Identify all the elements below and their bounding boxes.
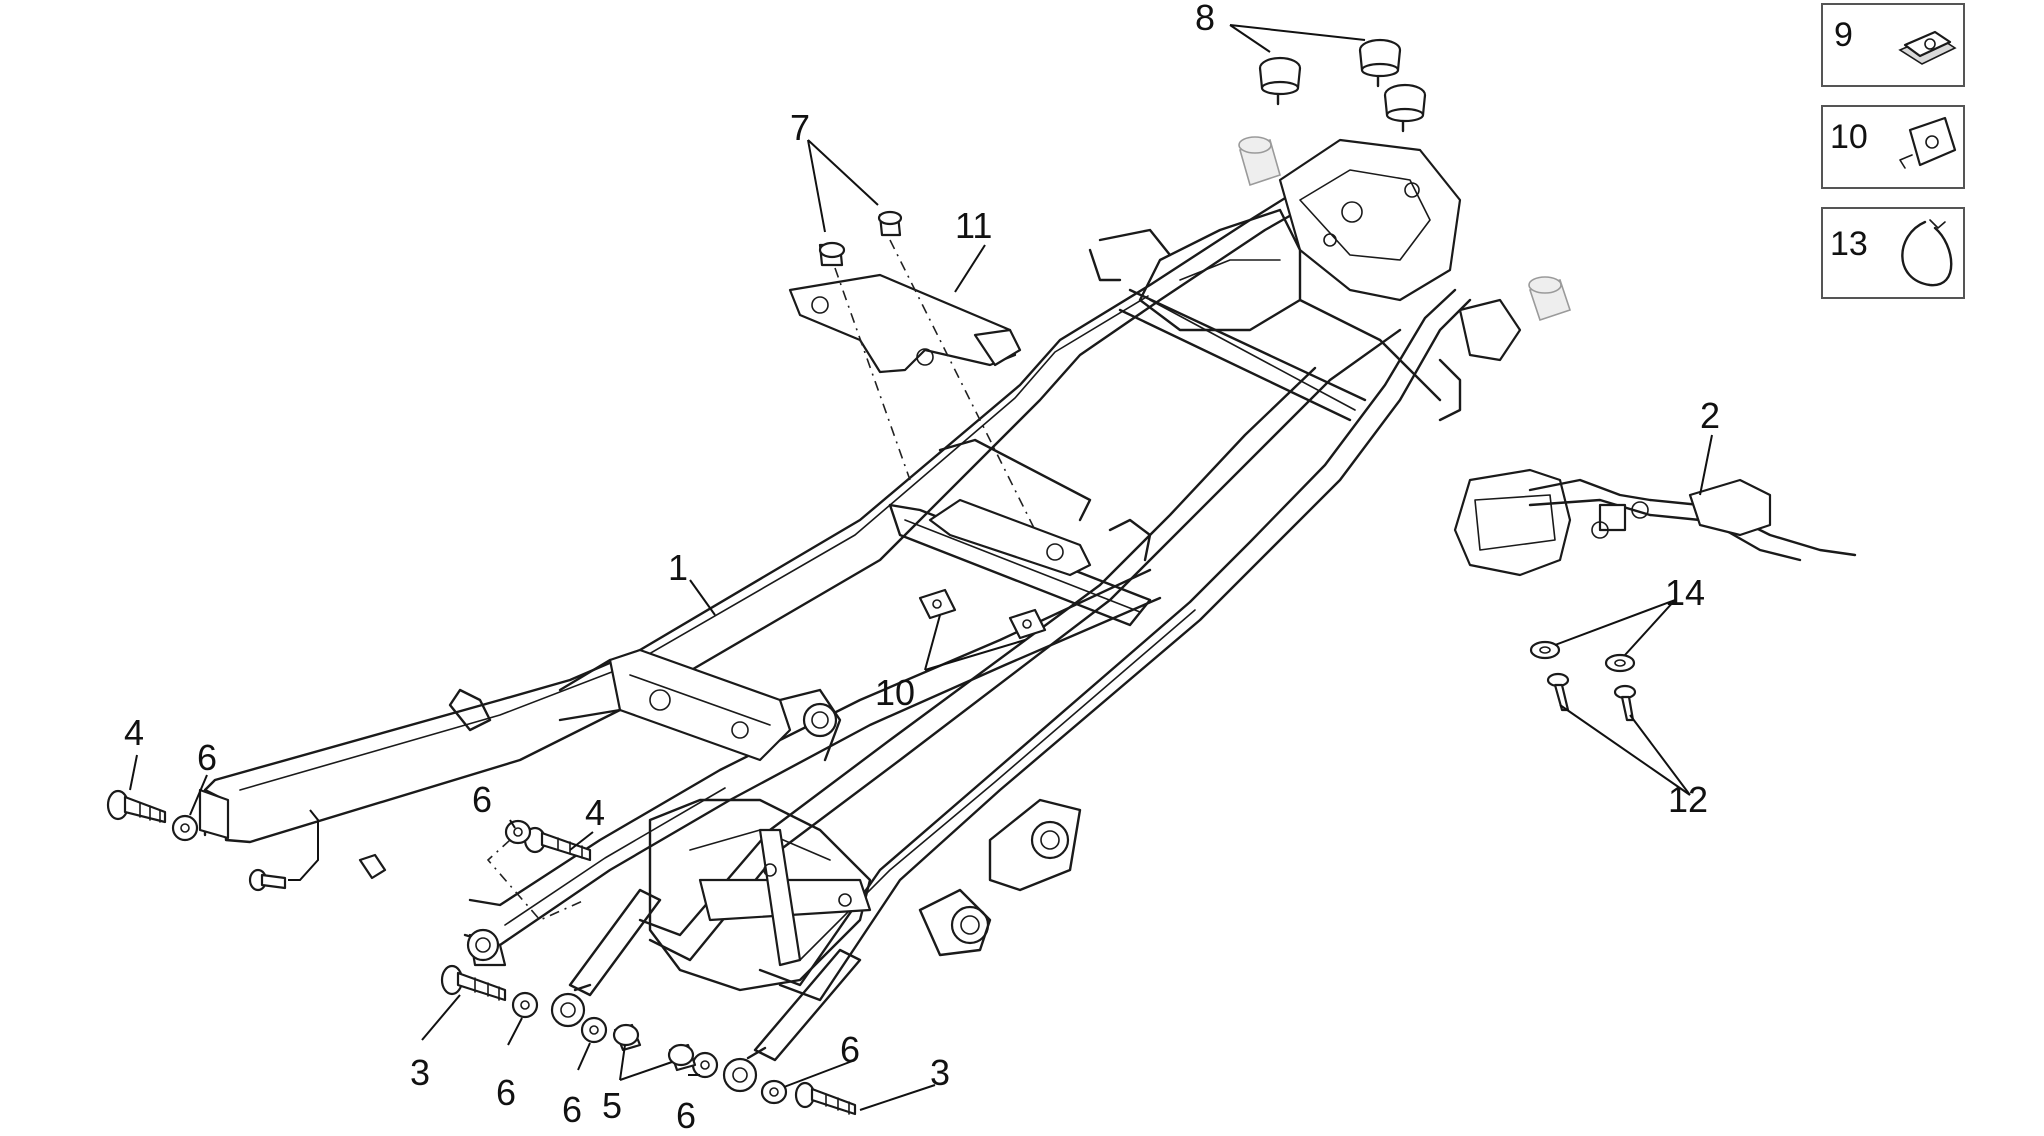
callout-3: 3 [930,1052,950,1093]
rear-subframe [198,138,1522,1062]
callout-6: 6 [676,1095,696,1136]
bracket-11 [788,273,1022,374]
rubber-buffer-8 [1258,38,1427,133]
callout-8: 8 [1195,0,1215,38]
inset-label-13: 13 [1830,225,1868,263]
screw-4 [106,789,167,824]
clip-nut-icon [1898,30,1957,65]
hose-clamp-icon [1901,219,1953,287]
callout-5: 5 [602,1085,622,1126]
callout-12: 12 [1668,779,1708,820]
washer-6 [171,814,199,842]
callout-2: 2 [1700,395,1720,436]
callout-4: 4 [585,792,605,833]
rubber-bushing [1238,136,1572,322]
callout-3: 3 [410,1052,430,1093]
screw-7 [818,210,903,267]
inset-box-10: 10 [1821,105,1965,189]
callout-6: 6 [197,737,217,778]
washer-6 [504,819,532,845]
installation-line [889,239,1036,531]
callout-1: 1 [668,547,688,588]
callout-6: 6 [562,1089,582,1130]
spacer-5 [612,1023,697,1072]
callout-6: 6 [840,1029,860,1070]
bracket-assembly-2 [1453,468,1857,577]
washer-6 [511,991,539,1019]
callout-6: 6 [472,779,492,820]
callout-6: 6 [496,1072,516,1113]
callout-labels: 1 2 3 3 4 4 5 6 6 6 6 6 6 7 8 10 11 12 1… [124,0,1720,1136]
callout-11: 11 [955,205,992,246]
screw-12 [1546,672,1637,722]
shock-end [550,983,767,1093]
spring-clip-10 [918,588,1047,640]
leader-lines [129,24,1713,1111]
spring-clip-icon [1899,116,1957,169]
inset-box-13: 13 [1821,207,1965,299]
inset-label-9: 9 [1834,16,1853,54]
screw-3 [440,964,507,1002]
callout-10: 10 [875,672,915,713]
callout-4: 4 [124,712,144,753]
callout-7: 7 [790,107,810,148]
screw-4 [523,826,592,862]
inset-box-9: 9 [1821,3,1965,87]
nut-and-screw [248,809,387,892]
washer-6 [580,1016,788,1105]
callout-14: 14 [1665,572,1705,613]
washer-14 [1529,640,1636,673]
installation-line [834,267,911,481]
inset-label-10: 10 [1830,118,1868,156]
screw-3 [794,1081,857,1116]
